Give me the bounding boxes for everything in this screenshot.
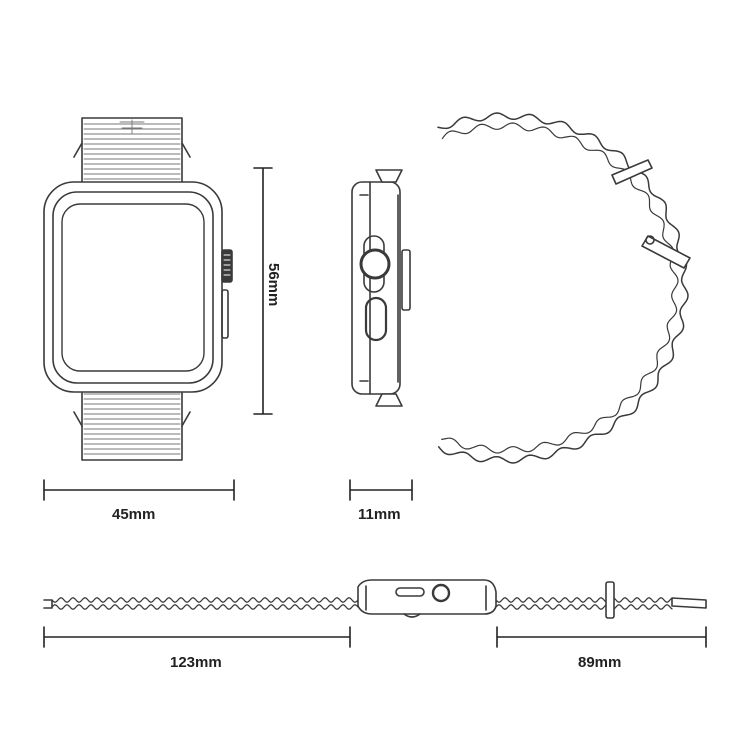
short-strap-label: 89mm xyxy=(578,654,622,671)
depth-dim-line xyxy=(349,479,413,501)
flat-buckle xyxy=(605,581,707,619)
strap-buckle xyxy=(611,159,691,269)
watch-case-side xyxy=(351,169,411,407)
watch-case-bezel xyxy=(52,191,214,384)
loop-strap-inner xyxy=(441,122,679,454)
long-strap-dim-line xyxy=(43,626,351,648)
width-dim-line xyxy=(43,479,235,501)
short-strap-dim-line xyxy=(496,626,707,648)
watch-flat-view xyxy=(43,579,707,619)
side-button xyxy=(221,289,229,339)
lugs xyxy=(73,142,191,427)
watch-front-view xyxy=(43,117,233,461)
flat-watch-case xyxy=(357,579,497,618)
case-height-label: 56mm xyxy=(265,263,282,307)
watch-case-outer xyxy=(43,181,223,393)
watch-screen xyxy=(61,203,205,372)
long-strap-label: 123mm xyxy=(170,654,222,671)
case-width-label: 45mm xyxy=(112,506,156,523)
dimension-lines xyxy=(43,167,707,648)
case-thickness-label: 11mm xyxy=(358,506,401,523)
digital-crown xyxy=(221,249,233,283)
height-dim-line xyxy=(253,167,273,415)
crown-side xyxy=(359,235,391,293)
side-button-profile xyxy=(364,296,388,342)
watch-side-view xyxy=(351,112,691,464)
upper-strap xyxy=(81,117,183,189)
loop-strap-outer xyxy=(437,112,689,464)
